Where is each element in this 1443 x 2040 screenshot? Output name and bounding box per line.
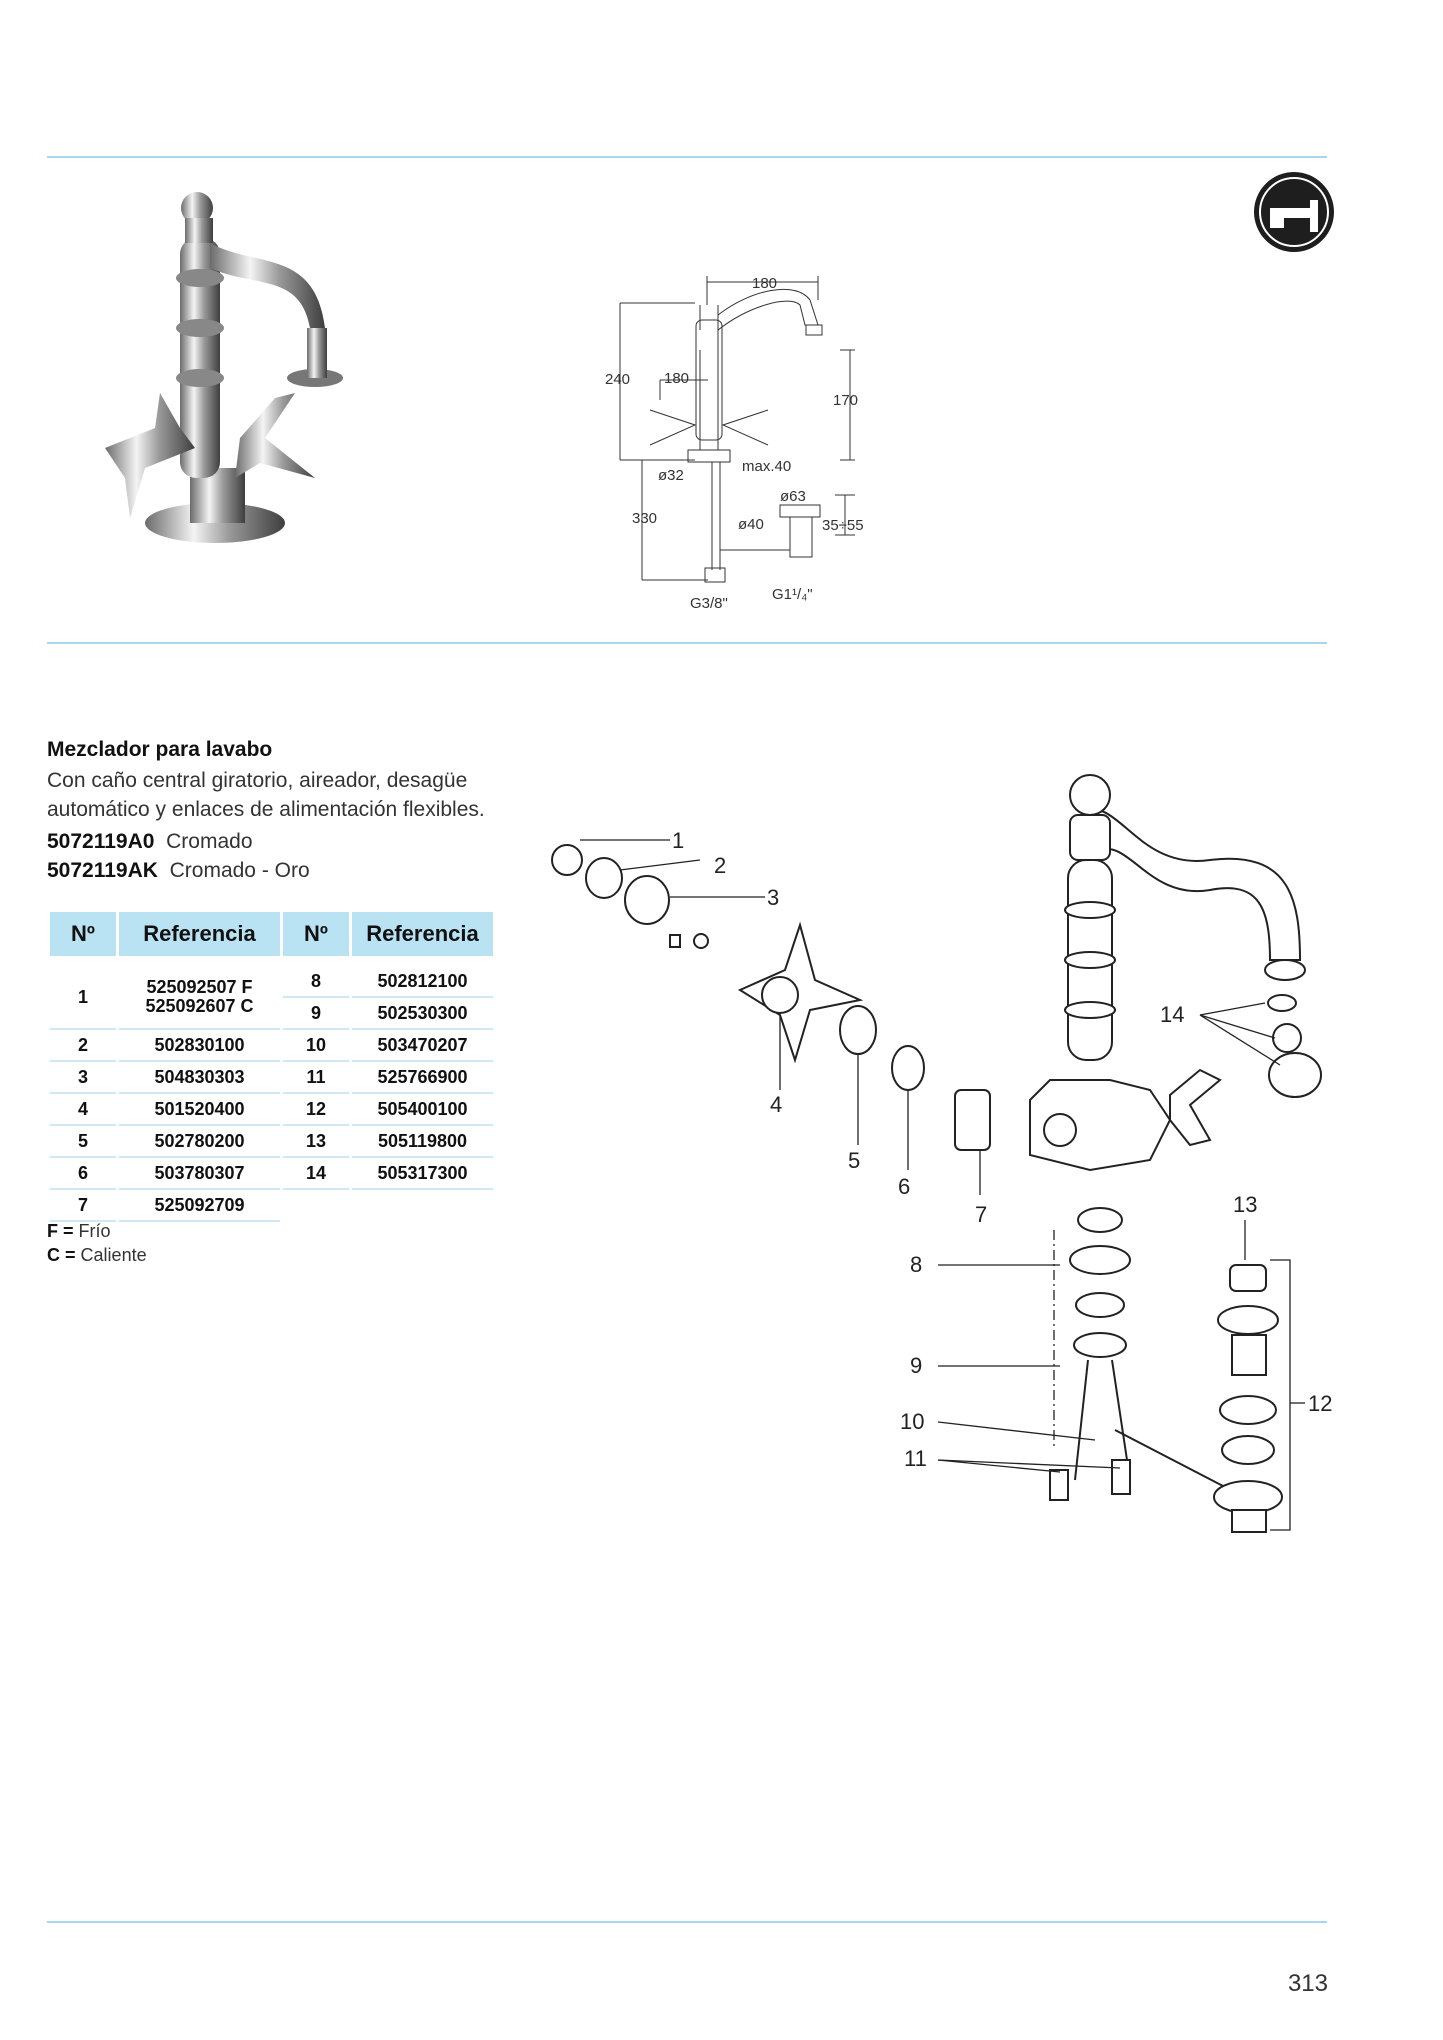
callout-11: 11 [904, 1446, 927, 1471]
callout-12: 12 [1308, 1391, 1332, 1416]
product-finish: Cromado [166, 830, 253, 853]
dimension-drawing: 180 240 180 170 ø32 max.40 ø63 330 ø40 3… [605, 275, 864, 612]
product-code-line: 5072119AK Cromado - Oro [47, 859, 310, 883]
legend-item: F = Frío [47, 1221, 111, 1242]
dim-35-55: 35÷55 [822, 517, 864, 534]
part-reference: 503780307 [119, 1158, 280, 1190]
part-reference: 501520400 [119, 1094, 280, 1126]
part-reference: 502780200 [119, 1126, 280, 1158]
description-line-1: Con caño central giratorio, aireador, de… [47, 769, 468, 792]
middle-rule [47, 642, 1327, 644]
callout-14: 14 [1160, 1002, 1184, 1027]
empty-cell [283, 1190, 349, 1222]
part-reference: 502830100 [119, 1030, 280, 1062]
legend-key: F [47, 1221, 58, 1241]
callout-6: 6 [898, 1174, 910, 1199]
header-no: Nº [50, 912, 116, 956]
empty-cell [352, 1190, 493, 1222]
dim-330: 330 [632, 510, 657, 527]
product-description: Con caño central giratorio, aireador, de… [47, 766, 607, 824]
part-number: 10 [283, 1030, 349, 1062]
part-number: 7 [50, 1190, 116, 1222]
part-reference: 504830303 [119, 1062, 280, 1094]
callout-4: 4 [770, 1092, 782, 1117]
part-number: 11 [283, 1062, 349, 1094]
part-number: 6 [50, 1158, 116, 1190]
header-reference: Referencia [119, 912, 280, 956]
dim-170: 170 [833, 392, 858, 409]
part-number: 13 [283, 1126, 349, 1158]
part-number: 14 [283, 1158, 349, 1190]
header-reference: Referencia [352, 912, 493, 956]
callout-5: 5 [848, 1148, 860, 1173]
part-number: 3 [50, 1062, 116, 1094]
part-reference: 502812100 [352, 966, 493, 998]
callout-7: 7 [975, 1202, 987, 1227]
part-reference: 525092507 F 525092607 C [119, 966, 280, 1030]
callout-9: 9 [910, 1353, 922, 1378]
legend-item: C = Caliente [47, 1245, 147, 1266]
dim-63: ø63 [780, 488, 806, 505]
legend-text: Frío [78, 1221, 111, 1241]
legend-key: C [47, 1245, 60, 1265]
part-number: 2 [50, 1030, 116, 1062]
legend-text: Caliente [80, 1245, 147, 1265]
description-line-2: automático y enlaces de alimentación fle… [47, 798, 485, 821]
cold-start-icon [1254, 172, 1334, 252]
header-no: Nº [283, 912, 349, 956]
dim-g114: G1¹/₄" [772, 586, 813, 603]
product-title: Mezclador para lavabo [47, 738, 273, 761]
legend-eq: = [65, 1245, 76, 1265]
part-reference-line: 525092507 F [146, 977, 253, 997]
callout-10: 10 [900, 1409, 924, 1434]
dim-g38: G3/8" [690, 595, 728, 612]
callout-2: 2 [714, 853, 726, 878]
product-code-line: 5072119A0 Cromado [47, 830, 253, 854]
dim-180-left: 180 [664, 370, 689, 387]
faucet-photo [105, 192, 343, 543]
top-rule [47, 156, 1327, 158]
part-number: 5 [50, 1126, 116, 1158]
callout-3: 3 [767, 885, 779, 910]
dim-40: ø40 [738, 516, 764, 533]
part-reference: 502530300 [352, 998, 493, 1030]
part-reference: 505400100 [352, 1094, 493, 1126]
dim-max40: max.40 [742, 458, 791, 475]
legend-eq: = [63, 1221, 74, 1241]
callout-8: 8 [910, 1252, 922, 1277]
dim-32: ø32 [658, 467, 684, 484]
product-finish: Cromado - Oro [169, 859, 310, 882]
part-reference-line: 525092607 C [145, 996, 254, 1016]
callout-13: 13 [1233, 1192, 1257, 1217]
parts-table: Nº Referencia Nº Referencia 1 525092507 … [47, 912, 496, 1222]
part-number: 12 [283, 1094, 349, 1126]
part-reference: 503470207 [352, 1030, 493, 1062]
exploded-diagram: 1 2 3 4 5 6 7 8 9 10 11 12 13 14 [551, 774, 1332, 1533]
dim-240: 240 [605, 371, 630, 388]
page-number: 313 [1287, 1970, 1328, 1997]
part-number: 4 [50, 1094, 116, 1126]
part-number: 8 [283, 966, 349, 998]
part-reference: 525092709 [119, 1190, 280, 1222]
bottom-rule [47, 1921, 1327, 1923]
part-reference: 505317300 [352, 1158, 493, 1190]
product-code: 5072119A0 [47, 830, 155, 853]
dim-180-top: 180 [752, 275, 777, 292]
product-code: 5072119AK [47, 859, 158, 882]
part-number: 1 [50, 966, 116, 1030]
part-number: 9 [283, 998, 349, 1030]
part-reference: 505119800 [352, 1126, 493, 1158]
callout-1: 1 [672, 828, 684, 853]
part-reference: 525766900 [352, 1062, 493, 1094]
